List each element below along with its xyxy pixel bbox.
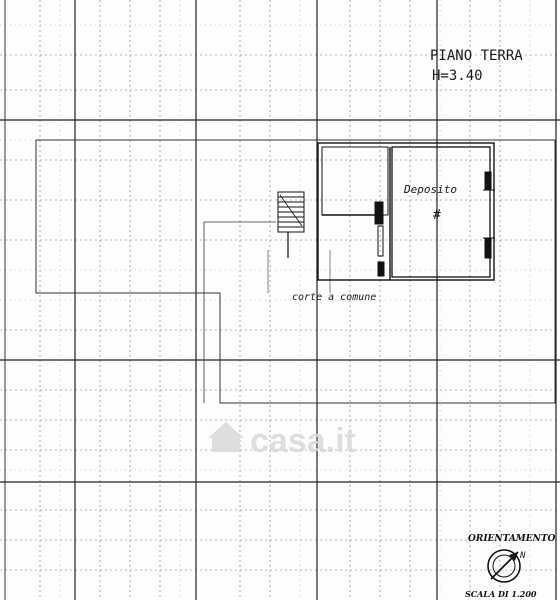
door-marks [374,171,495,277]
staircase [277,191,305,258]
north-letter: N [519,551,526,561]
plan-title-line2: H=3.40 [432,68,483,84]
room-mark: # [433,208,441,223]
building-walls [317,142,495,281]
plan-title-line1: PIANO TERRA [430,48,523,64]
room-label-deposito: Deposito [403,183,457,196]
courtyard-label: corte a comune [292,292,376,303]
house-logo-icon [208,422,244,452]
watermark-text: casa.it [250,422,356,460]
north-arrow-icon [487,549,521,583]
orientation-label: ORIENTAMENTO [468,534,556,544]
scale-label: SCALA DI 1.200 [465,589,537,599]
courtyard-outline [35,139,556,404]
watermark: casa.it [208,422,356,460]
